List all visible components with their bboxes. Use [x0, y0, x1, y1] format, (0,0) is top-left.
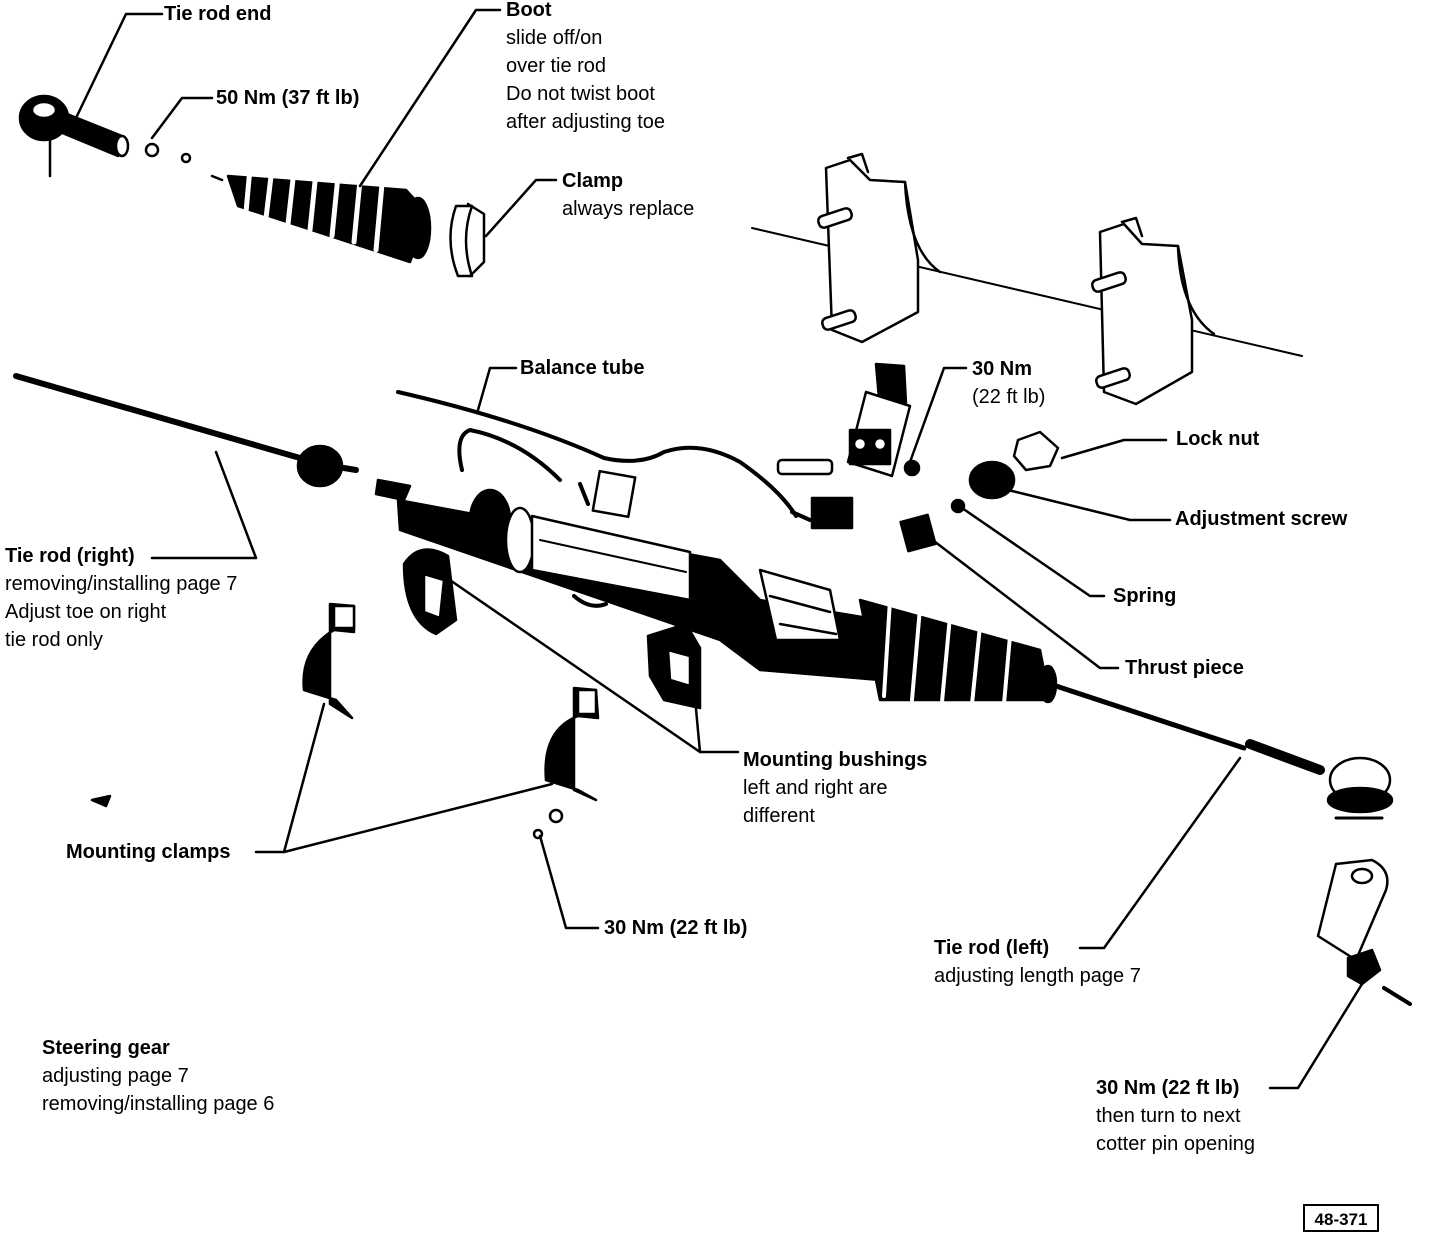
rack-boot-left-part	[858, 598, 1058, 706]
pinion-joint-part	[776, 362, 921, 478]
label-adjustment-screw: Adjustment screw	[1175, 508, 1348, 530]
label-tie-rod-right: Tie rod (right) removing/installing page…	[5, 545, 238, 651]
label-lock-nut: Lock nut	[1176, 428, 1260, 450]
label-tie-rod-end: Tie rod end	[164, 3, 272, 25]
clamp-part	[449, 202, 486, 278]
label-boot: Boot slide off/on over tie rod Do not tw…	[506, 0, 665, 133]
mounting-clamps-part	[90, 602, 600, 840]
adjuster-components	[899, 430, 1060, 553]
label-torque-30-cotter: 30 Nm (22 ft lb) then turn to next cotte…	[1096, 1077, 1256, 1155]
tie-rod-end-part	[18, 94, 224, 182]
subframe-brackets	[751, 152, 1303, 406]
leader-lines	[74, 8, 1364, 1090]
label-steering-gear: Steering gear adjusting page 7 removing/…	[42, 1037, 275, 1115]
label-balance-tube: Balance tube	[520, 357, 645, 379]
mounting-bushings-part	[402, 548, 702, 710]
label-torque-50: 50 Nm (37 ft lb)	[216, 87, 360, 109]
tie-rod-right-part	[13, 373, 412, 502]
tie-rod-left-part	[1053, 683, 1412, 1006]
label-torque-30-pinch: 30 Nm (22 ft lb)	[972, 358, 1046, 408]
figure-number: 48-371	[1303, 1204, 1379, 1232]
label-tie-rod-left: Tie rod (left) adjusting length page 7	[934, 937, 1141, 987]
steering-rack-body	[396, 469, 882, 682]
label-thrust-piece: Thrust piece	[1125, 657, 1244, 679]
label-mounting-clamps: Mounting clamps	[66, 841, 231, 863]
balance-tube-part	[396, 390, 798, 518]
label-clamp: Clamp always replace	[562, 170, 695, 220]
label-spring: Spring	[1113, 585, 1177, 607]
boot-part	[226, 165, 432, 264]
label-torque-30-clamps: 30 Nm (22 ft lb)	[604, 917, 748, 939]
label-mounting-bushings: Mounting bushings left and right are dif…	[743, 749, 928, 827]
